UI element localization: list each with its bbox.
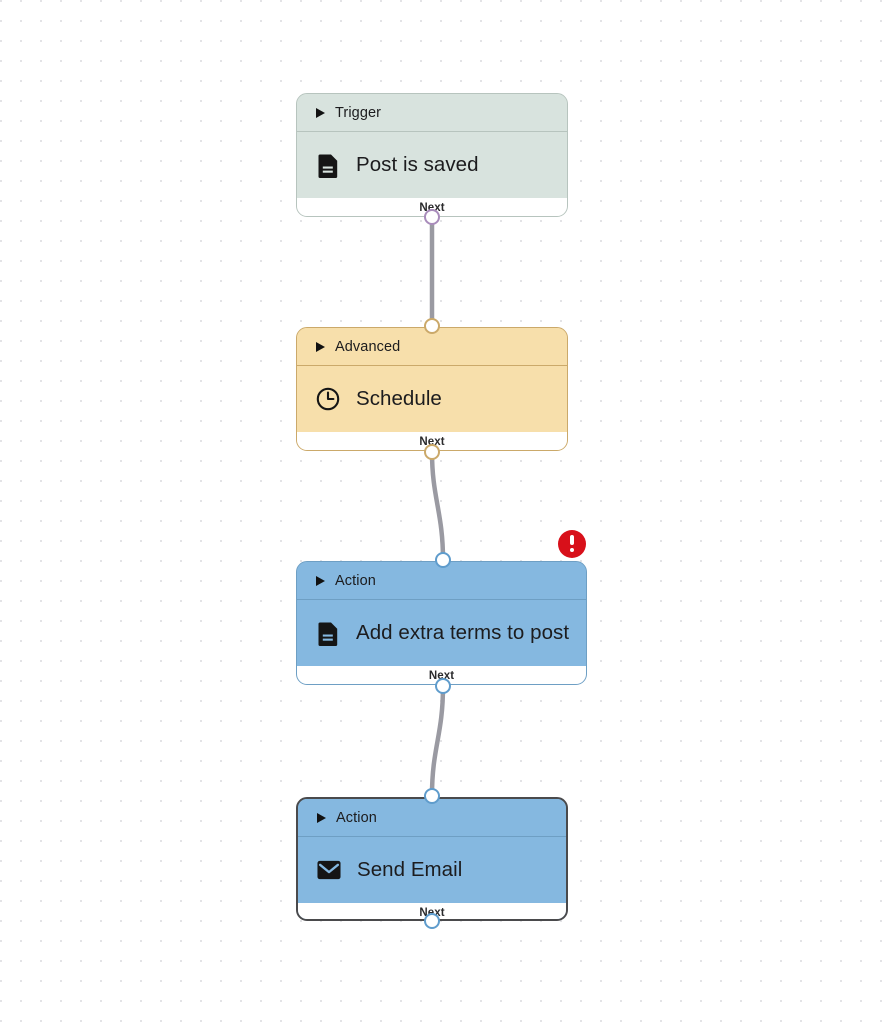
port-output-advanced-schedule[interactable]	[424, 444, 440, 460]
node-header[interactable]: Advanced	[297, 328, 567, 365]
node-category-label: Action	[336, 809, 377, 826]
node-trigger-post-is-saved[interactable]: Trigger Post is saved Next	[296, 93, 568, 217]
edge-advanced-to-action-terms	[429, 449, 446, 563]
error-exclamation-icon[interactable]	[558, 530, 586, 558]
node-category-label: Advanced	[335, 338, 401, 355]
node-header[interactable]: Action	[298, 799, 566, 836]
document-icon	[316, 152, 340, 178]
node-body[interactable]: Send Email	[298, 837, 566, 903]
node-action-add-extra-terms-to-post[interactable]: Action Add extra terms to post Next	[296, 561, 587, 685]
node-advanced-schedule[interactable]: Advanced Schedule Next	[296, 327, 568, 451]
node-footer-label: Next	[419, 436, 445, 448]
node-category-label: Trigger	[335, 104, 382, 121]
exclamation-glyph	[570, 535, 574, 553]
node-divider	[297, 131, 567, 132]
disclosure-triangle-icon[interactable]	[316, 107, 325, 118]
node-body[interactable]: Add extra terms to post	[297, 600, 586, 666]
node-title: Send Email	[357, 858, 463, 881]
clock-icon	[316, 386, 340, 412]
disclosure-triangle-icon[interactable]	[317, 812, 326, 823]
port-input-action-add-extra-terms-to-post[interactable]	[435, 552, 451, 568]
port-output-action-add-extra-terms-to-post[interactable]	[435, 678, 451, 694]
node-title: Add extra terms to post	[356, 621, 570, 644]
envelope-icon	[317, 857, 341, 883]
node-body[interactable]: Schedule	[297, 366, 567, 432]
disclosure-triangle-icon[interactable]	[316, 341, 325, 352]
edge-action-terms-to-send-email	[429, 683, 446, 798]
node-divider	[298, 836, 566, 837]
port-output-action-send-email[interactable]	[424, 913, 440, 929]
node-divider	[297, 599, 586, 600]
port-input-action-send-email[interactable]	[424, 788, 440, 804]
port-input-advanced-schedule[interactable]	[424, 318, 440, 334]
node-action-send-email[interactable]: Action Send Email Next	[296, 797, 568, 921]
port-output-trigger-post-is-saved[interactable]	[424, 209, 440, 225]
node-title: Schedule	[356, 387, 442, 410]
node-category-label: Action	[335, 572, 376, 589]
node-header[interactable]: Action	[297, 562, 586, 599]
document-icon	[316, 620, 340, 646]
node-header[interactable]: Trigger	[297, 94, 567, 131]
node-footer-next[interactable]: Next	[297, 432, 567, 450]
disclosure-triangle-icon[interactable]	[316, 575, 325, 586]
node-divider	[297, 365, 567, 366]
node-title: Post is saved	[356, 153, 479, 176]
node-body[interactable]: Post is saved	[297, 132, 567, 198]
